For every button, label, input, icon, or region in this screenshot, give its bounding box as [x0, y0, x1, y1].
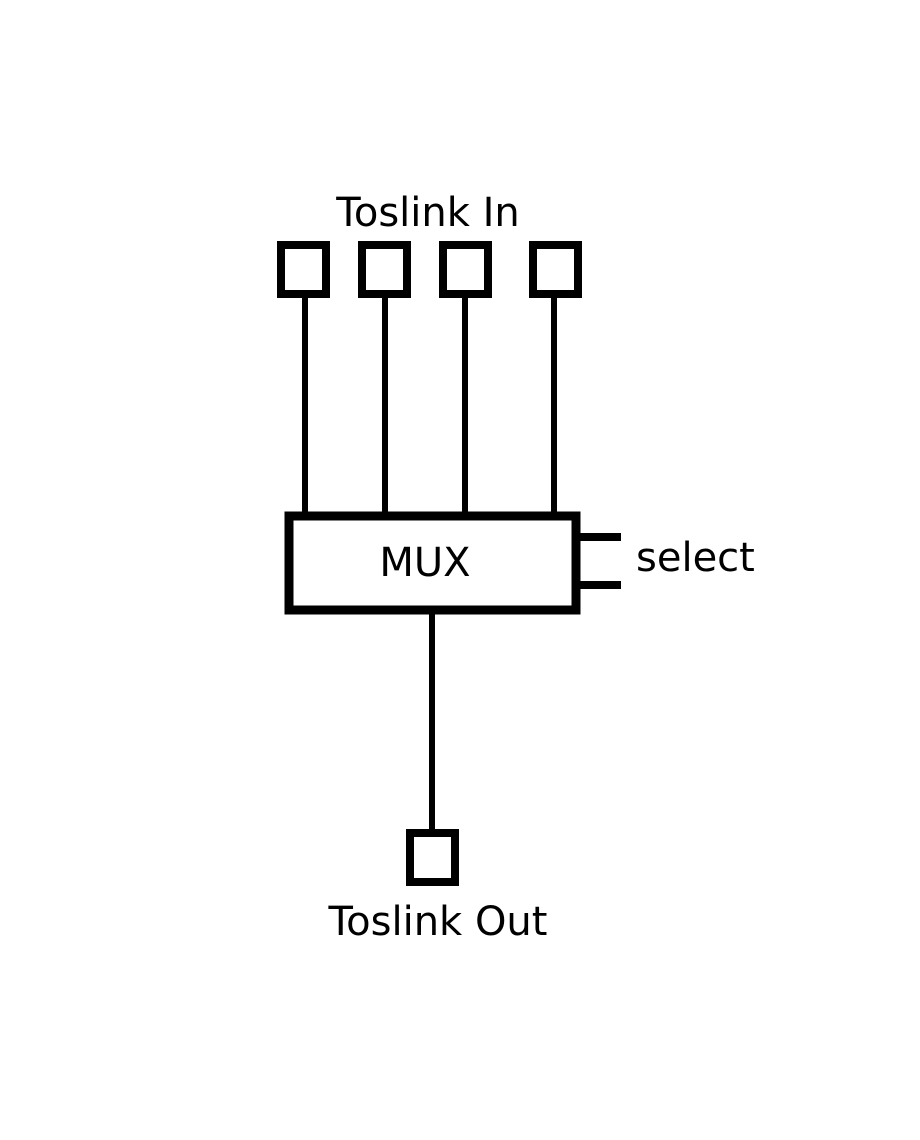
input-port-4 — [529, 241, 582, 298]
input-port-3 — [439, 241, 492, 298]
mux-label: MUX — [379, 540, 470, 586]
toslink-in-label: Toslink In — [335, 190, 520, 236]
input-port-1 — [277, 241, 330, 298]
input-wires — [302, 298, 557, 516]
input-ports — [277, 241, 582, 298]
select-lines — [576, 533, 621, 589]
input-port-2 — [358, 241, 411, 298]
output-port — [406, 829, 459, 886]
select-label: select — [636, 535, 755, 581]
toslink-out-label: Toslink Out — [328, 899, 548, 945]
